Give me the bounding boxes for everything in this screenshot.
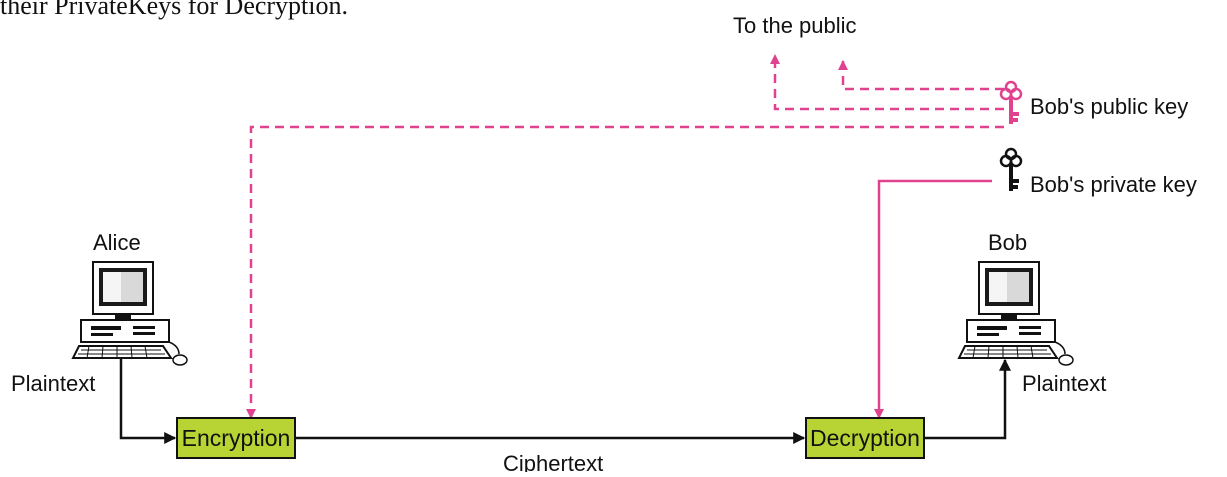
private-key-to-decryption-line xyxy=(874,179,992,419)
alice-label: Alice xyxy=(93,230,141,255)
decryption-label: Decryption xyxy=(810,425,920,451)
header-caption: their PrivateKeys for Decryption. xyxy=(0,0,348,20)
encryption-label: Encryption xyxy=(182,425,291,451)
public-key-to-encryption-line xyxy=(246,125,1004,419)
public-key-icon xyxy=(999,80,1023,126)
plaintext-in-arrow xyxy=(119,358,177,444)
ciphertext-label: Ciphertext xyxy=(503,451,603,472)
to-public-label: To the public xyxy=(733,13,857,38)
plaintext-out-label: Plaintext xyxy=(1022,371,1106,396)
plaintext-out-arrow xyxy=(924,358,1011,440)
alice-computer-icon xyxy=(72,261,188,366)
encryption-box xyxy=(176,417,296,459)
private-key-icon xyxy=(999,147,1023,193)
public-key-to-public-line-a xyxy=(838,60,1004,91)
bob-computer-icon xyxy=(958,261,1074,366)
bob-label: Bob xyxy=(988,230,1027,255)
public-key-to-public-line-b xyxy=(770,54,1004,111)
plaintext-in-label: Plaintext xyxy=(11,371,95,396)
public-key-label: Bob's public key xyxy=(1030,94,1188,119)
private-key-label: Bob's private key xyxy=(1030,172,1197,197)
decryption-box xyxy=(805,417,925,459)
